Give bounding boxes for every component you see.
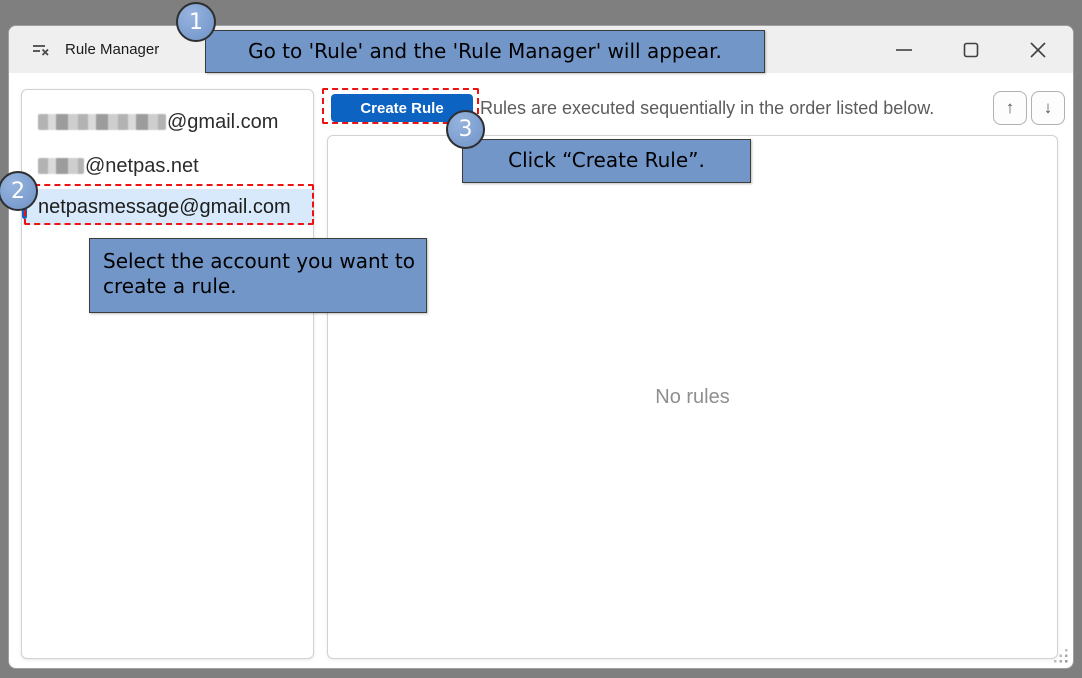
minimize-icon	[896, 48, 912, 51]
highlight-create-rule-box	[322, 88, 479, 124]
account-item[interactable]: @netpas.net	[23, 146, 312, 186]
maximize-button[interactable]	[948, 34, 994, 66]
redacted-account-prefix	[38, 158, 84, 174]
rule-manager-icon	[31, 40, 51, 60]
rules-info-text: Rules are executed sequentially in the o…	[480, 98, 935, 118]
move-rule-down-button[interactable]: ↓	[1031, 91, 1065, 125]
minimize-button[interactable]	[881, 34, 927, 66]
account-label: netpasmessage@gmail.com	[38, 195, 291, 218]
arrow-down-icon: ↓	[1043, 98, 1053, 117]
create-rule-button[interactable]: Create Rule	[331, 94, 473, 122]
redacted-account-prefix	[38, 114, 166, 130]
maximize-icon	[963, 42, 979, 57]
account-item[interactable]: @gmail.com	[23, 102, 312, 142]
rule-manager-window: Rule Manager Create Rule Rules are execu…	[8, 25, 1074, 669]
resize-grip[interactable]	[1054, 649, 1069, 664]
close-icon	[1030, 41, 1046, 58]
accounts-list: @gmail.com @netpas.net netpasmessage@gma…	[21, 89, 314, 659]
rules-list-panel: No rules	[327, 135, 1058, 659]
step-3-badge: 3	[446, 110, 485, 149]
step-number: 1	[189, 9, 203, 35]
empty-state-text: No rules	[655, 385, 730, 408]
step-number: 2	[11, 178, 25, 204]
arrow-up-icon: ↑	[1005, 98, 1015, 117]
step-number: 3	[458, 117, 473, 142]
annotation-step-1-callout: Go to 'Rule' and the 'Rule Manager' will…	[205, 30, 765, 73]
step-2-badge: 2	[0, 171, 38, 211]
account-item-selected[interactable]: netpasmessage@gmail.com	[23, 189, 312, 225]
annotation-step-3-callout: Click “Create Rule”.	[462, 139, 751, 183]
close-button[interactable]	[1015, 34, 1061, 66]
highlight-selected-account-box	[24, 184, 314, 225]
window-title: Rule Manager	[65, 41, 160, 58]
move-rule-up-button[interactable]: ↑	[993, 91, 1027, 125]
window-controls	[881, 34, 1073, 66]
step-1-badge: 1	[176, 2, 216, 42]
account-label: @netpas.net	[85, 154, 199, 177]
annotation-step-2-callout: Select the account you want to create a …	[89, 238, 427, 313]
account-label: @gmail.com	[167, 110, 279, 133]
